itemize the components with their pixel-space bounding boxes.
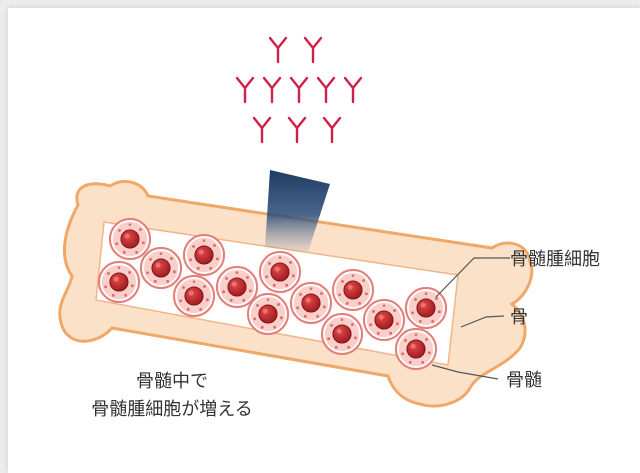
myeloma-cell-icon — [248, 294, 288, 334]
label-bone: 骨 — [510, 307, 528, 328]
myeloma-cell-icon — [260, 252, 300, 292]
myeloma-cell-icon — [406, 288, 446, 328]
myeloma-cell-icon — [110, 219, 150, 259]
antibody-icon — [345, 78, 361, 102]
antibody-group — [237, 38, 361, 142]
myeloma-cell-icon — [184, 235, 224, 275]
antibody-icon — [237, 78, 253, 102]
antibody-icon — [318, 78, 334, 102]
myeloma-cell-icon — [396, 329, 436, 369]
label-marrow: 骨髄 — [506, 370, 542, 391]
antibody-icon — [305, 38, 321, 62]
antibody-icon — [264, 78, 280, 102]
caption-line-2: 骨髄腫細胞が増える — [91, 399, 252, 420]
antibody-icon — [291, 78, 307, 102]
label-myeloma-cell: 骨髄腫細胞 — [510, 249, 600, 270]
antibody-icon — [324, 118, 340, 142]
myeloma-cell-icon — [141, 248, 181, 288]
myeloma-cell-icon — [291, 283, 331, 323]
antibody-icon — [254, 118, 270, 142]
myeloma-cell-icon — [322, 314, 362, 354]
caption-line-1: 骨髄中で — [136, 371, 208, 392]
antibody-icon — [289, 118, 305, 142]
myeloma-cell-icon — [364, 300, 404, 340]
antibody-icon — [270, 38, 286, 62]
myeloma-cell-icon — [174, 276, 214, 316]
myeloma-cell-icon — [333, 270, 373, 310]
myeloma-cell-icon — [217, 267, 257, 307]
myeloma-cell-icon — [99, 262, 139, 302]
